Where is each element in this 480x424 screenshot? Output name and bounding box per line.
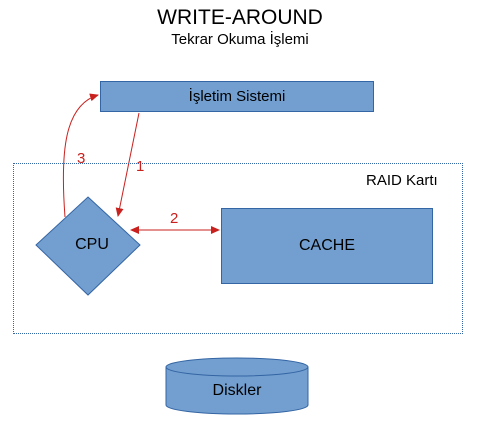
- cpu-label: CPU: [75, 236, 109, 253]
- os-label: İşletim Sistemi: [188, 88, 286, 105]
- os-box: İşletim Sistemi: [100, 81, 374, 112]
- cache-box: CACHE: [221, 208, 433, 284]
- raid-card-container: [13, 163, 463, 334]
- raid-card-label: RAID Kartı: [366, 172, 438, 189]
- disks-label: Diskler: [212, 382, 262, 399]
- cache-label: CACHE: [298, 237, 355, 254]
- cpu-diamond: [35, 196, 141, 296]
- diagram-title: WRITE-AROUND: [157, 6, 323, 29]
- step-2-label: 2: [170, 210, 179, 227]
- step-3-label: 3: [77, 150, 86, 167]
- step-1-label: 1: [136, 158, 145, 175]
- arrow-cpu-to-os: [62, 93, 99, 218]
- disk-cylinder: [165, 357, 309, 415]
- diagram-subtitle: Tekrar Okuma İşlemi: [171, 31, 309, 48]
- arrow-os-to-cpu: [115, 112, 140, 217]
